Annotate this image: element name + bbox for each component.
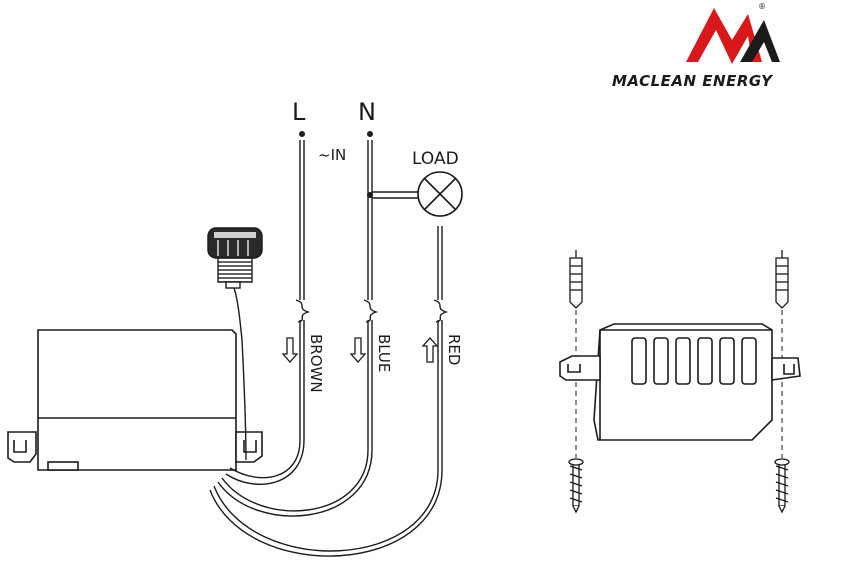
arrow-down-icon	[349, 337, 367, 363]
sensor-device-body	[7, 329, 263, 471]
terminal-dot-l	[299, 131, 305, 137]
terminal-dot-n	[367, 131, 373, 137]
wire-joints	[295, 299, 449, 323]
lamp-cross-icon	[417, 171, 463, 217]
input-label: ~IN	[318, 146, 346, 164]
wire-label-red: RED	[445, 334, 463, 365]
wall-plug-icon	[569, 250, 583, 309]
terminal-label-n: N	[358, 98, 376, 126]
brand-logo-icon	[686, 8, 780, 64]
sensor-cable	[233, 287, 247, 461]
arrow-up-icon	[421, 337, 439, 363]
registered-mark: ®	[758, 2, 766, 11]
screw-icon	[774, 458, 790, 514]
wire-label-brown: BROWN	[307, 334, 325, 393]
alignment-lines	[575, 310, 783, 458]
output-wires	[209, 140, 443, 557]
wire-label-blue: BLUE	[375, 334, 393, 372]
wall-plug-icon	[775, 250, 789, 309]
junction-dot	[367, 192, 373, 198]
load-label: LOAD	[412, 149, 459, 169]
screw-icon	[568, 458, 584, 514]
brand-name: MACLEAN ENERGY	[612, 72, 773, 90]
terminal-label-l: L	[292, 98, 306, 126]
mounted-housing	[559, 323, 801, 441]
photo-sensor-icon	[207, 227, 263, 289]
arrow-down-icon	[281, 337, 299, 363]
